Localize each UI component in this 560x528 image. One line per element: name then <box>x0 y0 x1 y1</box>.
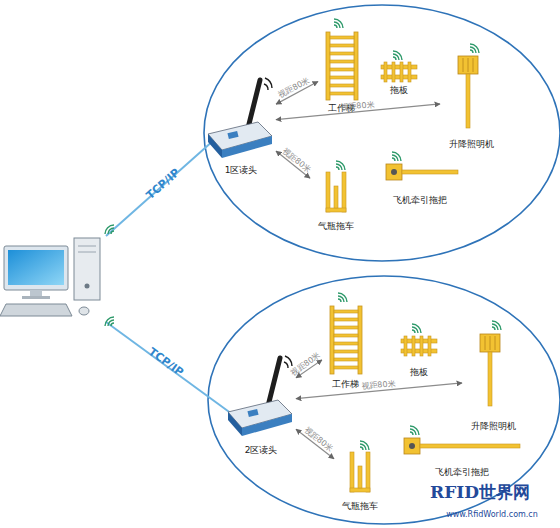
reader-icon <box>208 78 272 158</box>
cart-icon <box>350 452 370 492</box>
node-label: 升降照明机 <box>430 138 512 150</box>
node-label: 2区读头 <box>216 444 306 456</box>
node-label: 气瓶拖车 <box>300 220 372 232</box>
signal-icon <box>338 293 347 302</box>
watermark-text: RFID世界网 <box>430 481 530 504</box>
lighting-icon <box>458 56 478 128</box>
node-label: 飞机牵引拖把 <box>368 194 472 206</box>
signal-icon <box>492 321 501 330</box>
zone-ellipse <box>204 5 560 261</box>
pallet-icon <box>381 62 417 82</box>
zone-ellipse <box>208 276 560 524</box>
towbar-bar <box>420 444 520 448</box>
equipment-node: 气瓶拖车 <box>334 446 386 512</box>
ladder-icon <box>330 306 362 374</box>
signal-icon <box>410 426 419 435</box>
equipment-node: 拖板 <box>398 330 440 378</box>
equipment-node: 升降照明机 <box>462 328 524 432</box>
equipment-node: 气瓶拖车 <box>310 166 362 232</box>
protocol-label: TCP/IP <box>146 345 186 379</box>
towbar-icon <box>386 164 402 180</box>
reader-icon <box>228 356 292 436</box>
signal-icon <box>470 44 479 53</box>
pallet-icon <box>401 336 437 356</box>
equipment-node: 飞机牵引拖把 <box>398 432 526 478</box>
equipment-node: 飞机牵引拖把 <box>378 158 462 206</box>
signal-icon <box>392 152 401 161</box>
node-label: 拖板 <box>368 84 430 96</box>
equipment-node: 2区读头 <box>226 348 296 456</box>
equipment-node: 拖板 <box>378 58 420 96</box>
node-label: 气瓶拖车 <box>324 500 396 512</box>
signal-icon <box>336 161 345 170</box>
signal-icon <box>360 441 369 450</box>
network-link <box>105 140 232 414</box>
towbar-bar <box>402 170 458 174</box>
signal-icon <box>393 51 402 60</box>
equipment-node: 1区读头 <box>206 70 276 176</box>
lighting-icon <box>480 334 500 406</box>
equipment-node: 工作梯 <box>322 298 368 390</box>
towbar-icon <box>404 438 420 454</box>
watermark-text: www.RfidWorld.com.cn <box>446 510 538 519</box>
signal-icon <box>412 324 421 333</box>
node-label: 1区读头 <box>196 164 286 176</box>
computer-icon <box>0 238 100 316</box>
node-label: 拖板 <box>388 366 450 378</box>
protocol-label: TCP/IP <box>144 166 183 202</box>
signal-icon <box>334 19 343 28</box>
node-label: 飞机牵引拖把 <box>388 466 536 478</box>
ladder-icon <box>326 32 358 100</box>
cart-icon <box>326 172 346 212</box>
node-label: 升降照明机 <box>452 420 534 432</box>
equipment-node: 升降照明机 <box>440 52 502 150</box>
